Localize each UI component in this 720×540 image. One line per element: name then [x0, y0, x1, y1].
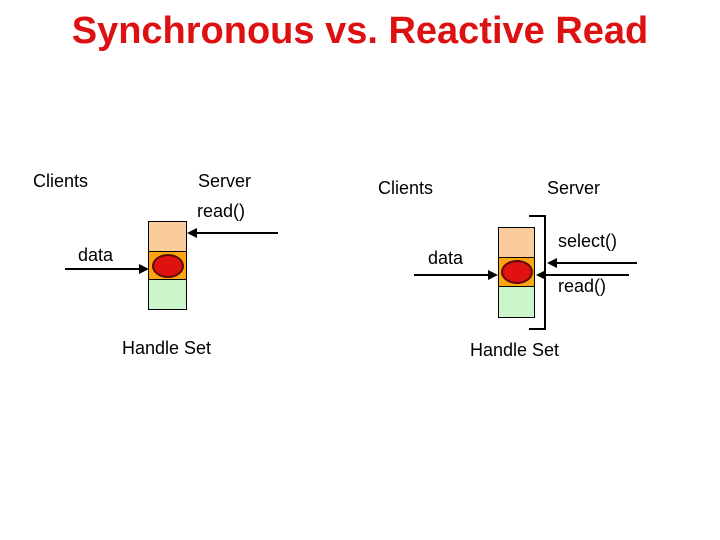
arrowhead-right-icon: [488, 270, 498, 280]
arrowhead-left-icon: [547, 258, 557, 268]
data-arrow: [414, 270, 498, 280]
select-arrow: [547, 258, 637, 268]
data-arrow: [65, 264, 149, 274]
handle-box-bottom: [148, 279, 187, 310]
read-call-label: read(): [197, 201, 246, 221]
data-event-icon: [500, 260, 533, 284]
server-label: Server: [198, 171, 252, 191]
select-call-label: select(): [558, 231, 618, 251]
arrowhead-left-icon: [536, 270, 546, 280]
handle-stack: [498, 227, 535, 318]
slide-title: Synchronous vs. Reactive Read: [71, 10, 649, 52]
clients-label: Clients: [378, 178, 434, 198]
arrowhead-right-icon: [139, 264, 149, 274]
handle-set-label: Handle Set: [470, 340, 560, 360]
read-arrow: [536, 270, 629, 280]
data-event-icon: [151, 253, 184, 278]
handle-box-ready: [148, 251, 187, 280]
read-arrow: [187, 228, 278, 238]
server-label: Server: [547, 178, 601, 198]
data-label: data: [78, 245, 114, 265]
handle-box-ready: [498, 257, 535, 287]
handle-box-bottom: [498, 286, 535, 318]
handle-set-label: Handle Set: [122, 338, 212, 358]
clients-label: Clients: [33, 171, 89, 191]
handle-stack: [148, 221, 187, 310]
handle-box-top: [498, 227, 535, 258]
read-call-label: read(): [558, 276, 607, 296]
arrowhead-left-icon: [187, 228, 197, 238]
handle-box-top: [148, 221, 187, 252]
data-label: data: [428, 248, 464, 268]
